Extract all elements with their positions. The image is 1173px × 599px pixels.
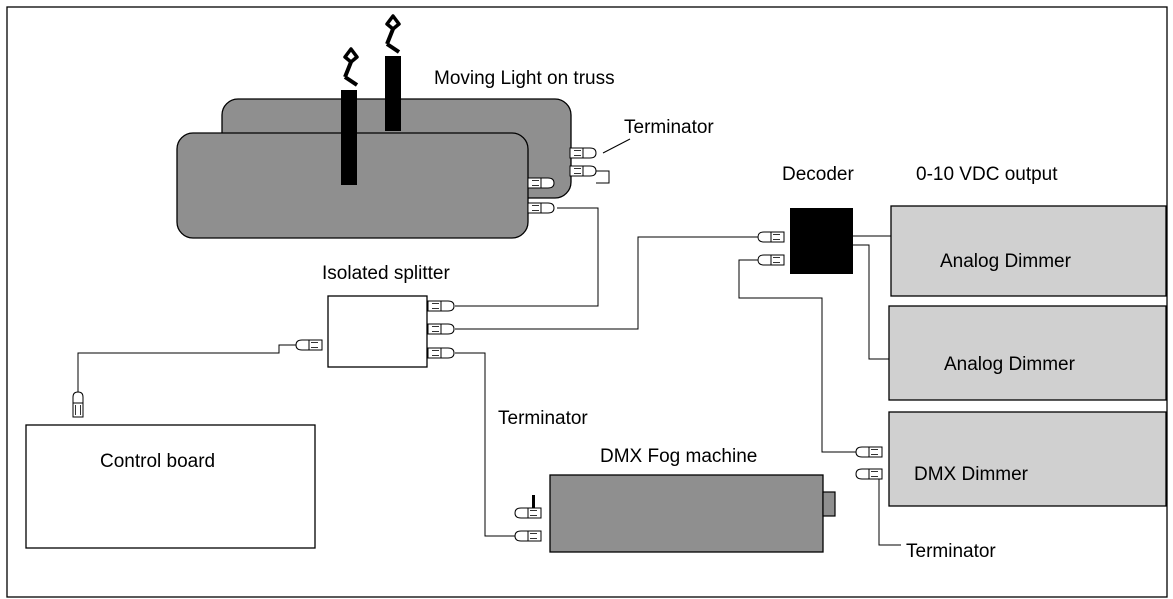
diagram-frame bbox=[6, 6, 1168, 598]
connector-icon bbox=[295, 339, 323, 351]
isolated-splitter-label: Isolated splitter bbox=[322, 263, 450, 284]
terminator-label-top: Terminator bbox=[624, 117, 714, 138]
connector-icon bbox=[569, 165, 597, 177]
connector-icon bbox=[514, 507, 542, 519]
connector-icon bbox=[527, 202, 555, 214]
connector-icon bbox=[757, 231, 785, 243]
clamp-icon bbox=[385, 14, 401, 54]
terminator-label-fog: Terminator bbox=[498, 408, 588, 429]
connector-icon bbox=[72, 391, 84, 418]
connector-icon bbox=[527, 177, 555, 189]
fog-machine-label: DMX Fog machine bbox=[600, 446, 757, 467]
terminator-label-bottom: Terminator bbox=[906, 541, 996, 562]
analog-dimmer-1 bbox=[890, 205, 1167, 297]
connector-icon bbox=[757, 254, 785, 266]
truss-hanger-2 bbox=[385, 56, 401, 131]
control-board bbox=[25, 424, 316, 549]
connector-icon bbox=[427, 347, 455, 359]
connector-icon bbox=[855, 446, 883, 458]
connector-icon bbox=[569, 147, 597, 159]
decoder-label: Decoder bbox=[782, 164, 854, 185]
analog-dimmer-2-label: Analog Dimmer bbox=[944, 354, 1076, 375]
control-board-label: Control board bbox=[100, 451, 215, 472]
moving-light-label: Moving Light on truss bbox=[434, 68, 615, 89]
connector-icon bbox=[514, 530, 542, 542]
analog-dimmer-1-label: Analog Dimmer bbox=[940, 251, 1072, 272]
terminator-stub bbox=[532, 495, 535, 509]
fog-nozzle bbox=[822, 491, 836, 517]
decoder bbox=[790, 208, 853, 274]
connector-icon bbox=[427, 323, 455, 335]
clamp-icon bbox=[343, 47, 359, 87]
connector-icon bbox=[855, 468, 883, 480]
dmx-fog-machine bbox=[549, 474, 824, 553]
voltage-output-label: 0-10 VDC output bbox=[916, 164, 1058, 185]
wires bbox=[77, 138, 901, 546]
dmx-dimmer-label: DMX Dimmer bbox=[914, 464, 1029, 485]
connector-icon bbox=[427, 300, 455, 312]
isolated-splitter bbox=[327, 295, 428, 368]
dmx-dimmer bbox=[888, 411, 1167, 507]
analog-dimmer-2 bbox=[888, 305, 1167, 401]
truss-hanger-1 bbox=[341, 90, 357, 185]
